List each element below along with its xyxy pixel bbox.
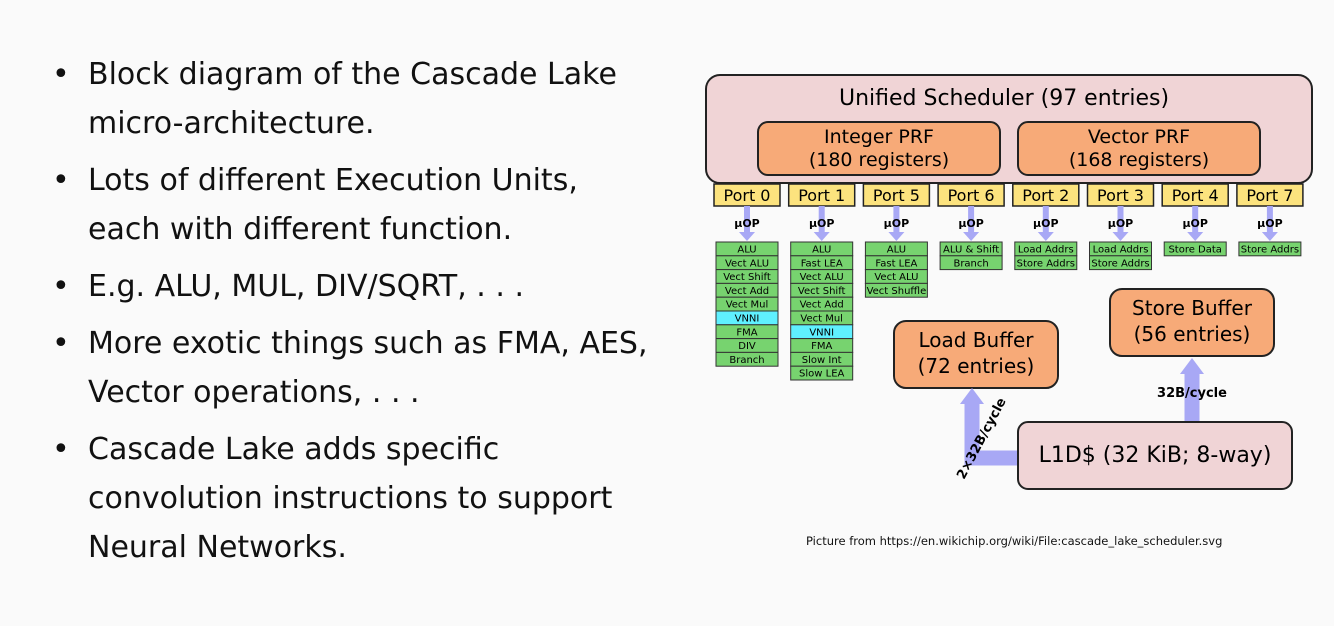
bullet-item: Cascade Lake adds specific convolution i… xyxy=(52,425,652,572)
store-path-arrowhead xyxy=(1180,358,1204,374)
integer-prf-size: (180 registers) xyxy=(809,149,949,171)
execution-unit-label: Vect ALU xyxy=(800,272,844,283)
vector-prf xyxy=(1017,121,1261,176)
uop-arrowhead xyxy=(1187,232,1204,241)
load-buffer xyxy=(893,320,1059,389)
execution-unit xyxy=(790,365,854,381)
l1d-cache xyxy=(1017,421,1293,490)
cascade-lake-diagram: Unified Scheduler (97 entries) Integer P… xyxy=(705,74,1313,490)
execution-unit-label: Branch xyxy=(729,355,764,366)
execution-unit-label: FMA xyxy=(736,327,757,338)
uop-arrowhead xyxy=(1112,232,1129,241)
execution-unit-label: Vect Shuffle xyxy=(867,286,927,297)
execution-unit-label: ALU xyxy=(812,245,831,256)
uop-label: µOP xyxy=(884,217,910,230)
execution-unit-label: Store Addrs xyxy=(1241,245,1299,256)
l1d-label: L1D$ (32 KiB; 8-way) xyxy=(1039,443,1272,468)
execution-unit-label: Vect Shift xyxy=(723,272,771,283)
execution-unit-label: Fast LEA xyxy=(801,258,843,269)
vector-prf-title: Vector PRF xyxy=(1088,126,1190,148)
port-label: Port 3 xyxy=(1097,186,1144,205)
execution-unit-label: ALU xyxy=(737,245,756,256)
execution-unit-label: VNNI xyxy=(809,327,834,338)
execution-unit xyxy=(1238,241,1302,257)
port-label: Port 0 xyxy=(724,186,771,205)
bullet-item: Lots of different Execution Units, each … xyxy=(52,156,652,254)
uop-arrowhead xyxy=(888,232,905,241)
uop-label: µOP xyxy=(1257,217,1283,230)
execution-unit xyxy=(1089,255,1152,271)
uop-arrowhead xyxy=(963,232,980,241)
integer-prf xyxy=(757,121,1001,176)
uop-arrowhead xyxy=(813,232,830,241)
port-label: Port 2 xyxy=(1022,186,1069,205)
store-buffer xyxy=(1109,288,1275,357)
execution-unit xyxy=(1014,255,1078,271)
execution-unit-label: Store Addrs xyxy=(1091,258,1149,269)
execution-unit-label: Vect Mul xyxy=(800,314,843,325)
uop-label: µOP xyxy=(1108,217,1134,230)
load-path-arrowhead xyxy=(960,388,984,404)
load-buffer-title: Load Buffer xyxy=(918,328,1034,352)
port-label: Port 4 xyxy=(1172,186,1219,205)
store-buffer-title: Store Buffer xyxy=(1132,296,1253,320)
uop-arrowhead xyxy=(739,232,755,241)
bullet-list: Block diagram of the Cascade Lake micro-… xyxy=(52,50,652,580)
bullet-item: More exotic things such as FMA, AES, Vec… xyxy=(52,319,652,417)
execution-unit-label: Store Addrs xyxy=(1017,258,1075,269)
uop-arrowhead xyxy=(1037,232,1054,241)
load-path-arrow xyxy=(964,400,1018,466)
execution-unit-label: Vect Shift xyxy=(798,286,846,297)
uop-label: µOP xyxy=(958,217,984,230)
bullet-item: Block diagram of the Cascade Lake micro-… xyxy=(52,50,652,148)
port-label: Port 7 xyxy=(1246,186,1293,205)
bullet-item: E.g. ALU, MUL, DIV/SQRT, . . . xyxy=(52,262,652,311)
execution-unit-label: Slow LEA xyxy=(799,369,844,380)
execution-unit xyxy=(939,255,1003,271)
execution-unit-label: Load Addrs xyxy=(1093,245,1149,256)
execution-unit-label: Store Data xyxy=(1168,245,1222,256)
execution-unit-label: Fast LEA xyxy=(875,258,917,269)
load-bandwidth-label: 2×32B/cycle xyxy=(954,395,1010,482)
execution-unit xyxy=(1163,241,1227,257)
uop-label: µOP xyxy=(809,217,835,230)
execution-unit xyxy=(864,282,928,298)
store-buffer-size: (56 entries) xyxy=(1134,322,1251,346)
execution-unit-label: Vect ALU xyxy=(725,258,769,269)
execution-unit-label: Vect Add xyxy=(800,300,844,311)
execution-unit-label: Slow Int xyxy=(802,355,842,366)
execution-unit-label: Vect ALU xyxy=(874,272,918,283)
image-caption: Picture from https://en.wikichip.org/wik… xyxy=(806,534,1223,548)
execution-unit-label: Load Addrs xyxy=(1018,245,1074,256)
execution-unit-label: Vect Add xyxy=(725,286,769,297)
execution-unit xyxy=(715,351,779,367)
uop-arrowhead xyxy=(1261,232,1278,241)
execution-unit-label: ALU xyxy=(887,245,906,256)
uop-label: µOP xyxy=(1033,217,1059,230)
scheduler-label: Unified Scheduler (97 entries) xyxy=(839,86,1169,111)
execution-unit-label: Vect Mul xyxy=(726,300,769,311)
load-buffer-size: (72 entries) xyxy=(918,354,1035,378)
port-label: Port 1 xyxy=(798,186,845,205)
execution-unit-label: FMA xyxy=(811,341,832,352)
port-label: Port 5 xyxy=(873,186,920,205)
uop-label: µOP xyxy=(1182,217,1208,230)
vector-prf-size: (168 registers) xyxy=(1069,149,1209,171)
execution-unit-label: DIV xyxy=(738,341,756,352)
port-label: Port 6 xyxy=(948,186,995,205)
execution-unit-label: ALU & Shift xyxy=(943,245,999,256)
integer-prf-title: Integer PRF xyxy=(824,126,934,148)
execution-unit-label: Branch xyxy=(953,258,988,269)
uop-label: µOP xyxy=(734,217,760,230)
execution-unit-label: VNNI xyxy=(735,314,760,325)
store-bandwidth-label: 32B/cycle xyxy=(1157,386,1227,401)
